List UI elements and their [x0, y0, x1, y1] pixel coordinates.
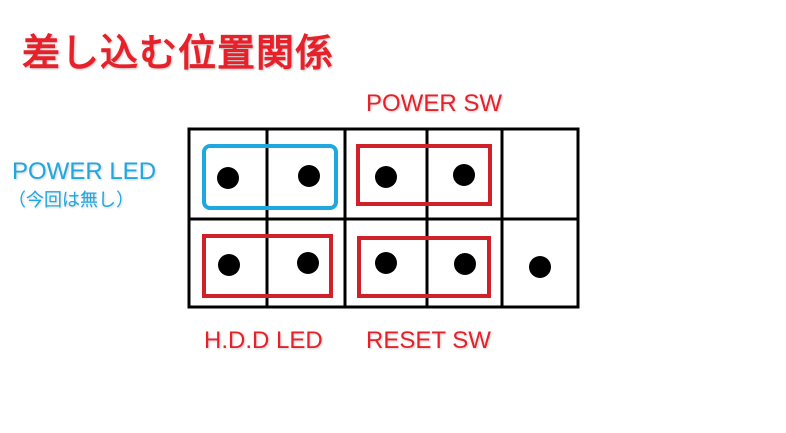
hdd-led-label: H.D.D LED: [204, 327, 323, 354]
pin: [298, 165, 320, 187]
pin: [454, 253, 476, 275]
power-sw-box: [356, 144, 492, 206]
reset-sw-label: RESET SW: [366, 327, 491, 354]
page-title: 差し込む位置関係: [22, 31, 335, 75]
pin: [453, 164, 475, 186]
pin: [218, 254, 240, 276]
power-led-note: （今回は無し）: [8, 190, 134, 211]
power-led-box: [202, 144, 338, 210]
pin: [375, 166, 397, 188]
hdd-led-box: [202, 234, 333, 298]
pin: [529, 256, 551, 278]
power-sw-label: POWER SW: [366, 90, 502, 117]
power-led-label: POWER LED: [12, 158, 157, 185]
reset-sw-box: [357, 236, 491, 298]
pin: [297, 252, 319, 274]
pin: [217, 167, 239, 189]
pin: [375, 252, 397, 274]
